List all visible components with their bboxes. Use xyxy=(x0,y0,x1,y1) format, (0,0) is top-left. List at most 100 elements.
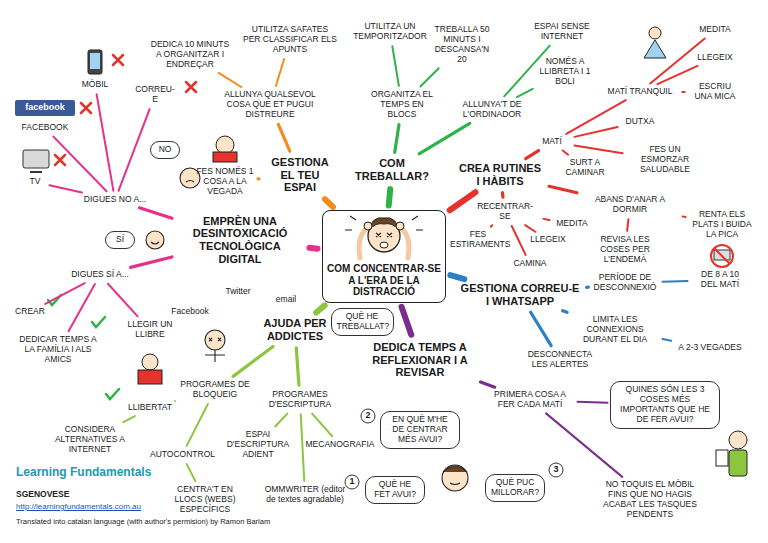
node-text: CENTRA'T EN LLOCS (WEBS) ESPECÍFICS xyxy=(168,485,242,514)
speech-bubble: EN QUÈ M'HE DE CENTRAR MÉS AVUI? xyxy=(380,411,460,448)
node-text: SÍ xyxy=(111,235,129,245)
node-text: ORGANITZA EL TEMPS EN BLOCS xyxy=(365,90,439,119)
leaf-label: UTILITZA UN TEMPORITZADOR xyxy=(350,20,430,44)
cross-mark xyxy=(81,103,91,113)
face-drawing xyxy=(450,483,460,485)
branch-line xyxy=(275,414,287,427)
face-drawing xyxy=(151,242,159,244)
leaf-label: PROGRAMES D'ESCRIPTURA xyxy=(260,388,340,412)
phone-icon xyxy=(88,50,102,74)
branch-line xyxy=(402,307,412,335)
reader-figure xyxy=(138,370,162,384)
node-text: PROGRAMES DE BLOQUEIG xyxy=(178,380,252,400)
branch-line xyxy=(549,186,577,192)
icon-label: Facebook xyxy=(171,307,208,316)
leaf-label: A 2-3 VEGADES xyxy=(670,341,750,355)
leaf-label: LLEGIR UN LLIBRE xyxy=(120,318,180,342)
credit-note: Translated into catalan language (with a… xyxy=(16,518,270,526)
branch-label: EMPRÈN UNA DESINTOXICACIÓ TECNOLÒGICA DI… xyxy=(175,213,305,268)
branch-line xyxy=(574,146,622,154)
face-drawing xyxy=(146,168,468,491)
branch-line xyxy=(49,185,82,192)
branch-line xyxy=(108,284,138,317)
node-text: NO xyxy=(156,145,174,155)
branch-line xyxy=(420,68,438,86)
node-text: A 2-3 VEGADES xyxy=(673,343,747,353)
node-text: DEDICAR TEMPS A LA FAMÍLIA I ALS AMICS xyxy=(16,335,100,364)
node-text: ESPAI D'ESCRIPTURA ADIENT xyxy=(227,430,290,459)
cross-mark xyxy=(55,55,196,165)
meditating-figure xyxy=(644,27,666,58)
branch-line xyxy=(491,225,492,226)
branch-line xyxy=(219,73,241,87)
leaf-label: DIGUES SÍ A... xyxy=(63,268,138,282)
speech-bubble: QUÈ PUC MILLORAR? xyxy=(485,474,545,502)
leaf-label: TV xyxy=(23,175,47,189)
node-text: LLEGEIX xyxy=(530,235,566,245)
facebook-logo xyxy=(15,100,75,116)
branch-label: GESTIONA EL TEU ESPAI xyxy=(260,154,340,196)
node-text: OMMWRITER (editor de textes agradable) xyxy=(263,485,347,505)
branch-line xyxy=(563,311,567,313)
branch-line xyxy=(258,177,259,180)
cross-mark xyxy=(186,82,196,92)
speech-bubble: NO xyxy=(150,141,180,159)
man-with-list xyxy=(716,431,747,476)
leaf-label: MATÍ xyxy=(532,135,572,149)
branch-line xyxy=(119,109,150,191)
branch-line xyxy=(682,91,684,93)
callout-number: 2 xyxy=(365,411,370,421)
branch-line xyxy=(187,464,196,481)
branch-line xyxy=(131,257,172,267)
leaf-label: FES NOMÉS 1 COSA A LA VEGADA xyxy=(193,165,257,198)
node-text: PRIMERA COSA A FER CADA MATÍ xyxy=(488,390,572,410)
reader-figure xyxy=(142,354,158,370)
node-text: LIMITA LES CONNEXIONS DURANT EL DIA xyxy=(573,315,657,344)
man-with-list xyxy=(729,431,747,449)
branch-line xyxy=(395,125,399,153)
branch-line xyxy=(301,414,304,480)
addict-figure xyxy=(205,330,225,350)
branch-line xyxy=(563,150,568,154)
node-text: COM CONCENTRAR-SE A L'ERA DE LA DISTRACC… xyxy=(326,263,442,298)
branch-line xyxy=(316,305,325,312)
branch-line xyxy=(481,382,495,387)
node-text: SURT A CAMINAR xyxy=(558,158,612,178)
leaf-label: TREBALLA 50 MINUTS I DESCANSA'N 20 xyxy=(429,23,495,66)
stressed-face xyxy=(364,222,372,230)
leaf-label: CREAR xyxy=(10,305,50,319)
speech-bubble: SÍ xyxy=(105,231,135,249)
reader-figure xyxy=(216,136,234,154)
meditating-figure xyxy=(649,27,661,39)
leaf-label: DE 8 A 10 DEL MATÍ xyxy=(690,268,750,292)
branch-line xyxy=(174,400,176,402)
leaf-label: DEDICA 10 MINUTS A ORGANITZAR I ENDREÇAR xyxy=(145,38,235,71)
leaf-label: MECANOGRAFIA xyxy=(303,438,378,452)
branch-line xyxy=(53,137,106,192)
leaf-label: ABANS D'ANAR A DORMIR xyxy=(580,193,680,217)
leaf-label: MEDITA xyxy=(552,217,592,231)
leaf-label: DESCONNECTA LES ALERTES xyxy=(522,348,598,372)
branch-line xyxy=(69,284,95,331)
check-mark xyxy=(92,317,105,327)
node-text: GESTIONA EL TEU ESPAI xyxy=(263,156,337,194)
branch-line xyxy=(389,189,391,205)
leaf-label: ESPAI D'ESCRIPTURA ADIENT xyxy=(224,428,293,461)
leaf-label: LLEGEIX xyxy=(690,51,740,65)
no-laptop-icon xyxy=(711,245,733,267)
branch-line xyxy=(657,66,697,84)
leaf-label: MATÍ TRANQUIL xyxy=(600,85,680,99)
speech-bubble: QUÈ HE FET AVUI? xyxy=(365,476,425,504)
node-text: AJUDA PER ADDICTES xyxy=(259,317,331,342)
leaf-label: CONSIDERA ALTERNATIVES A INTERNET xyxy=(45,423,135,456)
leaf-label: REVISA LES COSES PER L'ENDEMÀ xyxy=(585,233,665,266)
leaf-label: NO TOQUIS EL MÒBIL FINS QUE NO HAGIS ACA… xyxy=(593,478,708,521)
node-text: FES NOMÉS 1 COSA A LA VEGADA xyxy=(196,167,254,196)
leaf-label: UTILITZA SAFATES PER CLASSIFICAR ELS APU… xyxy=(240,23,340,56)
speech-bubble: QUINES SÓN LES 3 COSES MÉS IMPORTANTS QU… xyxy=(610,381,720,428)
phone-icon xyxy=(90,53,100,69)
stressed-face xyxy=(400,227,409,258)
node-text: CONSIDERA ALTERNATIVES A INTERNET xyxy=(48,425,132,454)
node-text: RECENTRAR-SE xyxy=(472,202,538,222)
branch-line xyxy=(650,38,704,83)
